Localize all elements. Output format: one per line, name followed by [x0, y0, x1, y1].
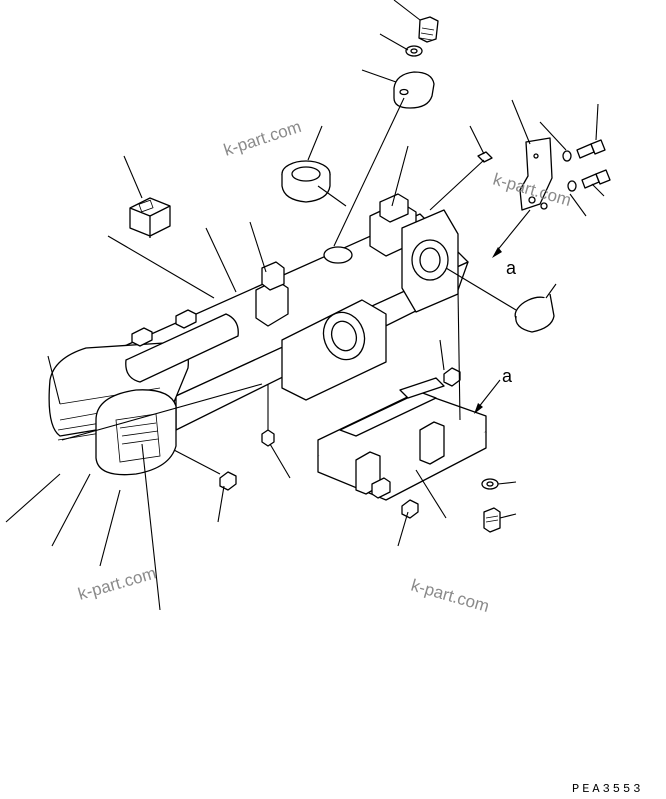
top-washer[interactable]: [405, 45, 423, 57]
square-block[interactable]: [129, 197, 171, 238]
view-arrow-upper: [492, 209, 531, 258]
side-bracket[interactable]: [519, 137, 553, 211]
view-label-upper: a: [506, 258, 517, 278]
watermark: k-part.com: [409, 576, 491, 616]
drawing-code: PEA3553: [572, 782, 643, 796]
bracket-bolt-lower[interactable]: [567, 169, 611, 192]
lower-subframe[interactable]: [317, 377, 487, 501]
small-bolt-right[interactable]: [477, 151, 493, 163]
lower-bolt[interactable]: [483, 507, 501, 533]
bushing-right[interactable]: [511, 292, 555, 333]
bushing-upper[interactable]: [281, 160, 331, 203]
watermark: k-part.com: [76, 563, 158, 603]
view-label-lower: a: [502, 366, 513, 386]
fitting-lower-left[interactable]: [219, 471, 237, 491]
bracket-bolt-upper[interactable]: [562, 139, 606, 162]
fitting-upper-right[interactable]: [443, 367, 461, 387]
leader-lines: [5, 0, 605, 611]
top-bolt[interactable]: [418, 16, 439, 43]
top-cap[interactable]: [393, 71, 435, 109]
lower-washer[interactable]: [481, 478, 499, 490]
view-arrow-lower: [474, 379, 501, 414]
watermark: k-part.com: [221, 117, 303, 160]
fitting-lower-center[interactable]: [401, 499, 419, 519]
